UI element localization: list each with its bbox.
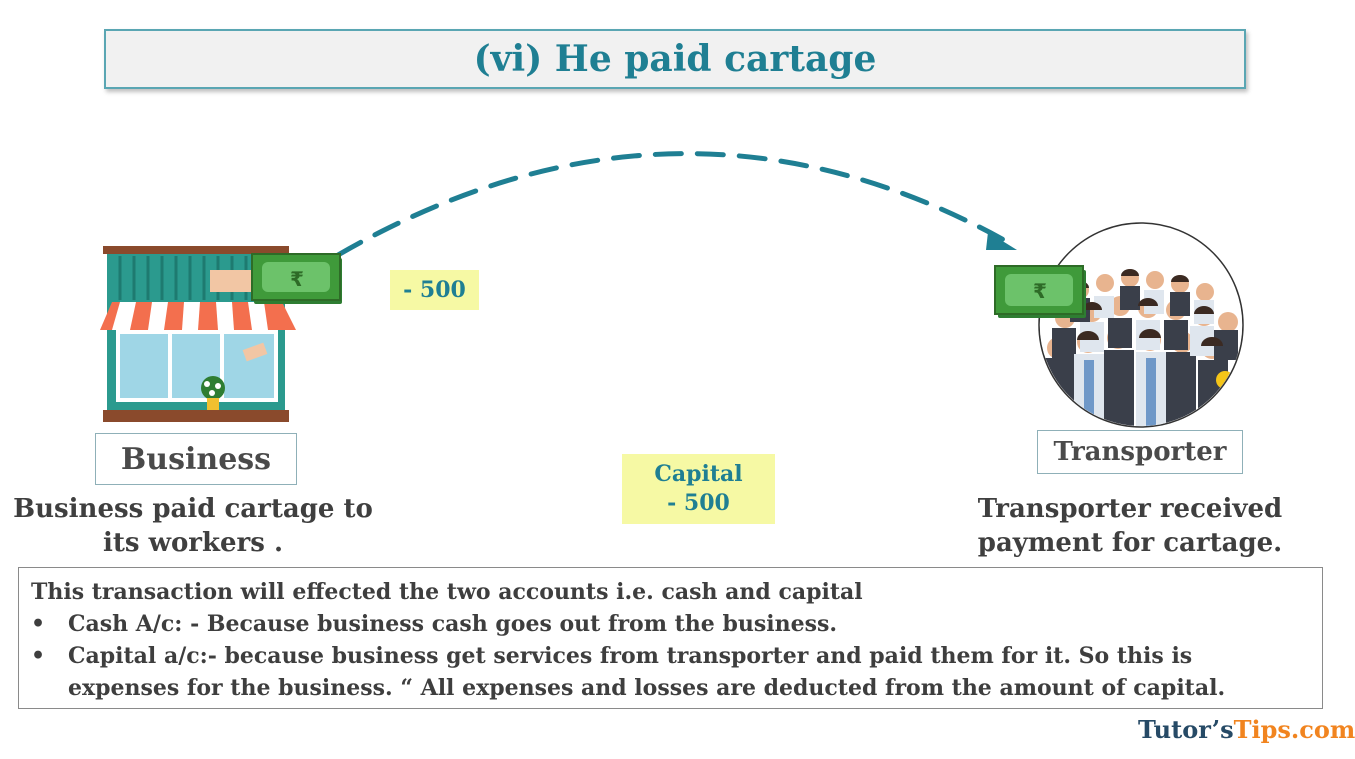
capital-value: - 500 bbox=[667, 490, 730, 516]
transporter-label: Transporter bbox=[1037, 430, 1243, 474]
explanation-bullet: • Cash A/c: - Because business cash goes… bbox=[31, 608, 1310, 640]
payment-arrow bbox=[335, 151, 1007, 258]
business-caption: Business paid cartage to its workers . bbox=[12, 492, 374, 560]
banknote-icon-transporter bbox=[994, 265, 1086, 318]
explanation-box: This transaction will effected the two a… bbox=[18, 567, 1323, 709]
explanation-intro: This transaction will effected the two a… bbox=[31, 579, 863, 605]
capital-label: Capital bbox=[654, 461, 743, 487]
bullet-text: Cash A/c: - Because business cash goes o… bbox=[68, 611, 838, 637]
bullet-marker: • bbox=[31, 643, 46, 669]
transporter-caption-line: payment for cartage. bbox=[977, 528, 1283, 558]
business-caption-line: Business paid cartage to bbox=[13, 494, 373, 524]
capital-change-box: Capital - 500 bbox=[622, 454, 775, 524]
arrow-head bbox=[986, 232, 1017, 250]
bullet-text: Capital a/c:- because business get servi… bbox=[68, 643, 1226, 701]
brand-part-1: Tutor’s bbox=[1138, 715, 1234, 744]
banknote-icon-business bbox=[251, 253, 342, 304]
brand-logo: Tutor’sTips.com bbox=[1138, 715, 1355, 744]
explanation-bullet: • Capital a/c:- because business get ser… bbox=[31, 640, 1310, 704]
rupee-symbol-business: ₹ bbox=[290, 267, 304, 291]
cash-change-label: - 500 bbox=[390, 270, 479, 310]
transporter-caption: Transporter received payment for cartage… bbox=[960, 492, 1300, 560]
shop-icon bbox=[100, 246, 296, 422]
page-title: (vi) He paid cartage bbox=[104, 29, 1246, 89]
bullet-marker: • bbox=[31, 611, 46, 637]
business-label: Business bbox=[95, 433, 297, 485]
business-caption-line: its workers . bbox=[103, 528, 283, 558]
rupee-symbol-transporter: ₹ bbox=[1033, 279, 1047, 303]
brand-part-2: Tips.com bbox=[1233, 715, 1355, 744]
crowd-icon bbox=[1038, 222, 1244, 428]
transporter-caption-line: Transporter received bbox=[977, 494, 1283, 524]
